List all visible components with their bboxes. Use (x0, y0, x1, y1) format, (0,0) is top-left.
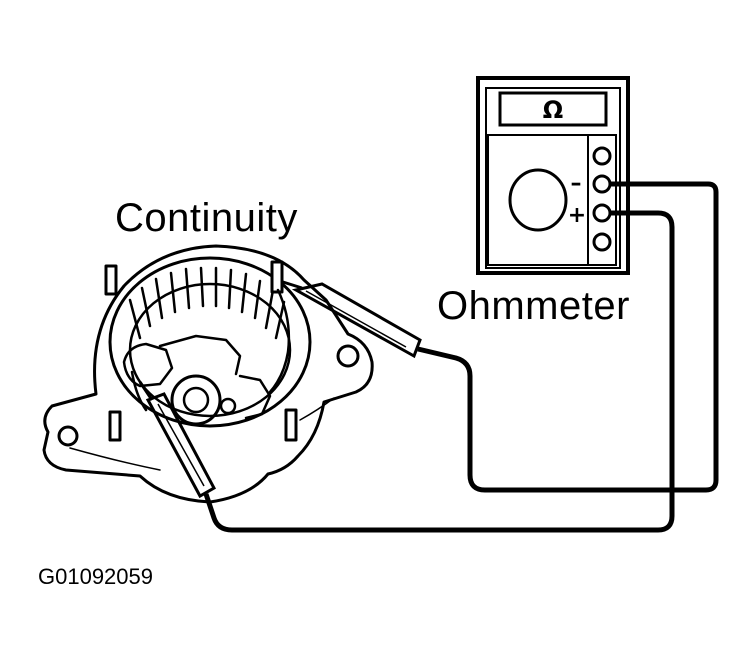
terminal-bolt (219, 397, 237, 415)
upper-probe (282, 280, 422, 359)
mount-hole-right (336, 344, 360, 368)
alternator-housing (42, 244, 374, 504)
ohmmeter: Ω – + (476, 76, 630, 275)
continuity-label: Continuity (115, 196, 298, 240)
alternator (42, 244, 374, 504)
housing-contour-1 (69, 447, 161, 471)
minus-terminal-label: – (571, 171, 582, 196)
winding-lead (158, 334, 242, 376)
terminal-jack-positive (592, 203, 612, 223)
ohmmeter-display (498, 91, 608, 127)
stator-inner-ring (128, 282, 292, 418)
terminal-jack-4 (592, 232, 612, 252)
ohmmeter-dial (508, 168, 568, 232)
negative-test-lead (417, 181, 719, 493)
lower-probe (138, 381, 217, 499)
mount-hole-left (57, 425, 79, 447)
housing-contour-2 (299, 397, 335, 421)
stator-lead-upper (268, 288, 291, 394)
upper-probe-highlight (305, 290, 407, 348)
stator-outer-ring (108, 256, 312, 428)
rectifier-left (122, 342, 174, 388)
stator-lead-lower (130, 370, 148, 412)
terminal-strip (587, 134, 617, 266)
terminal-jack-negative (592, 174, 612, 194)
plus-terminal-label: + (568, 203, 586, 228)
ohmmeter-label: Ohmmeter (437, 284, 630, 328)
terminal-jack-1 (592, 146, 612, 166)
positive-test-lead (203, 210, 675, 533)
ohm-symbol: Ω (543, 96, 563, 124)
ohmmeter-inner-frame (485, 87, 621, 269)
test-leads (203, 181, 719, 533)
figure-id: G01092059 (38, 564, 153, 589)
rotor-shaft (182, 386, 210, 414)
rotor-shaft-boss (170, 374, 222, 426)
rectifier-right (238, 374, 272, 420)
through-bolts (104, 260, 298, 442)
upper-probe-tip (282, 280, 303, 290)
stator-teeth (128, 266, 286, 340)
